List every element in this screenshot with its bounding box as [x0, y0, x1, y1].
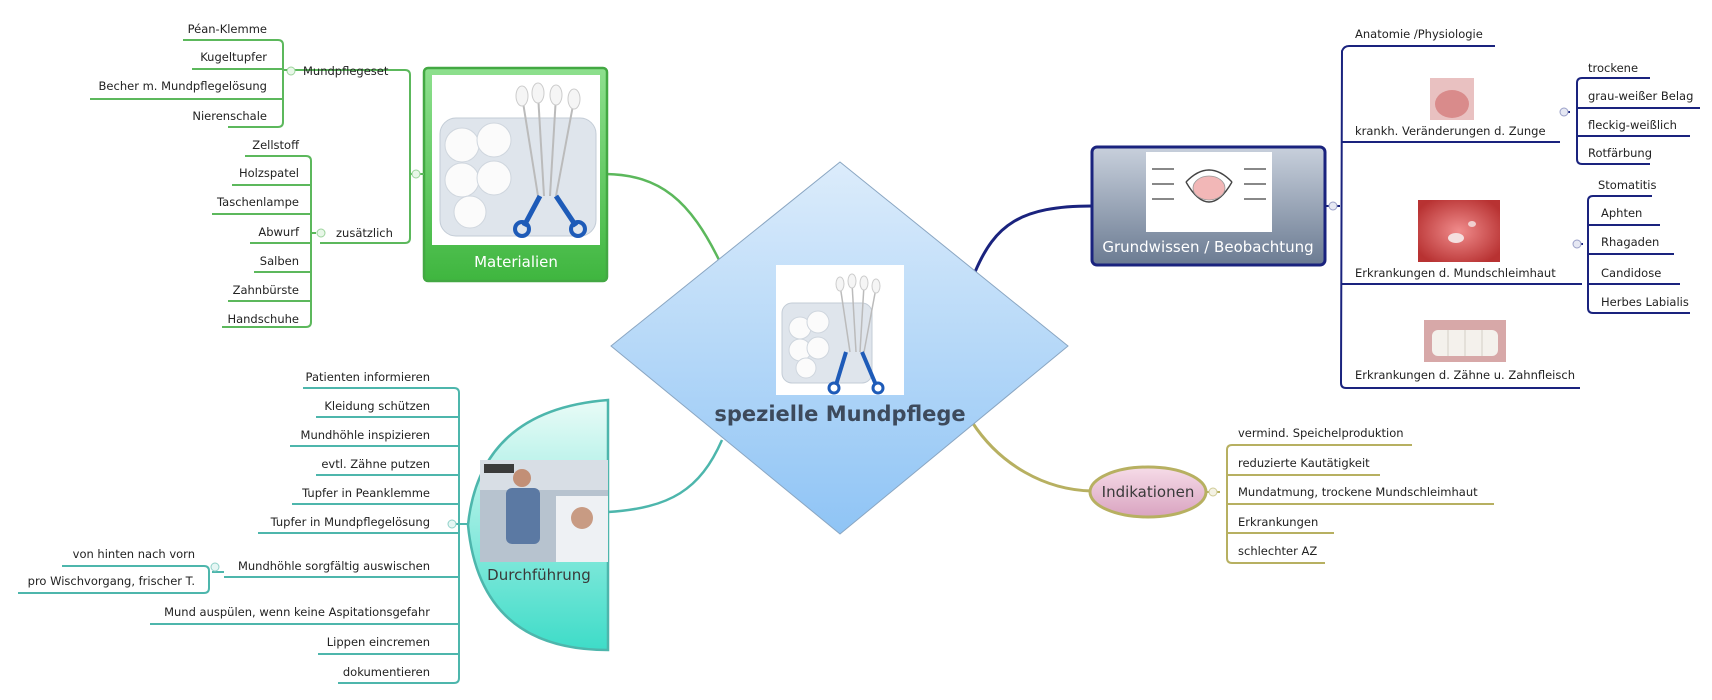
mundschleimhaut-item-4: Herbes Labialis: [1601, 295, 1689, 309]
connector-durchfuehrung: [608, 440, 722, 512]
zusaetzlich-item-4: Salben: [260, 254, 299, 268]
durchfuehrung-step-9: dokumentieren: [343, 665, 430, 679]
durchfuehrung-step-6: Mundhöhle sorgfältig auswischen: [238, 559, 430, 573]
durchfuehrung-title: Durchführung: [487, 566, 591, 584]
auswischen-sub-0: von hinten nach vorn: [73, 547, 195, 561]
durchfuehrung-step-8: Lippen eincremen: [327, 635, 430, 649]
materialien-mundpflegeset: Mundpflegeset: [303, 64, 389, 78]
grundwissen-topic-0: Anatomie /Physiologie: [1355, 27, 1483, 41]
connector-materialien: [606, 174, 720, 262]
mucosa-picture: [1418, 200, 1500, 262]
durchfuehrung-step-0: Patienten informieren: [306, 370, 430, 384]
materialien-zusaetzlich: zusätzlich: [336, 226, 393, 240]
durchfuehrung-step-3: evtl. Zähne putzen: [321, 457, 430, 471]
durchfuehrung-step-7: Mund auspülen, wenn keine Aspitationsgef…: [164, 605, 430, 619]
tongue-picture: [1430, 78, 1474, 120]
grundwissen-title: Grundwissen / Beobachtung: [1102, 238, 1313, 256]
durchfuehrung-step-1: Kleidung schützen: [324, 399, 430, 413]
mundschleimhaut-item-1: Aphten: [1601, 206, 1642, 220]
central-title: spezielle Mundpflege: [714, 402, 965, 426]
anatomy-mouth-picture: [1146, 152, 1272, 232]
indikationen-item-2: Mundatmung, trockene Mundschleimhaut: [1238, 485, 1478, 499]
grundwissen-topic-1: krankh. Veränderungen d. Zunge: [1355, 124, 1546, 138]
teeth-picture: [1424, 320, 1506, 362]
zusaetzlich-item-0: Zellstoff: [252, 138, 300, 152]
mundschleimhaut-item-3: Candidose: [1601, 266, 1661, 280]
materialien-title: Materialien: [474, 253, 558, 271]
indikationen-item-0: vermind. Speichelproduktion: [1238, 426, 1404, 440]
central-picture: [776, 265, 904, 395]
auswischen-sub-1: pro Wischvorgang, frischer T.: [28, 574, 195, 588]
zunge-item-3: Rotfärbung: [1588, 146, 1652, 160]
zunge-item-2: fleckig-weißlich: [1588, 118, 1677, 132]
durchfuehrung-step-4: Tupfer in Peanklemme: [301, 486, 430, 500]
mundschleimhaut-item-2: Rhagaden: [1601, 235, 1659, 249]
indikationen-item-1: reduzierte Kautätigkeit: [1238, 456, 1370, 470]
mundpflegeset-item-3: Nierenschale: [192, 109, 267, 123]
mundpflegeset-item-1: Kugeltupfer: [200, 50, 267, 64]
mundpflegeset-item-2: Becher m. Mundpflegelösung: [99, 79, 267, 93]
durchfuehrung-step-2: Mundhöhle inspizieren: [301, 428, 430, 442]
grundwissen-topic-2: Erkrankungen d. Mundschleimhaut: [1355, 266, 1556, 280]
materialien-picture: [432, 75, 600, 245]
zusaetzlich-item-2: Taschenlampe: [216, 195, 299, 209]
grundwissen-topic-3: Erkrankungen d. Zähne u. Zahnfleisch: [1355, 368, 1575, 382]
indikationen-title: Indikationen: [1102, 483, 1195, 501]
zusaetzlich-item-6: Handschuhe: [227, 312, 299, 326]
mundschleimhaut-item-0: Stomatitis: [1598, 178, 1657, 192]
durchfuehrung-step-5: Tupfer in Mundpflegelösung: [270, 515, 430, 529]
connector-indikationen: [972, 422, 1092, 491]
zusaetzlich-item-5: Zahnbürste: [233, 283, 299, 297]
indikationen-item-3: Erkrankungen: [1238, 515, 1318, 529]
zunge-item-1: grau-weißer Belag: [1588, 89, 1693, 103]
mundpflegeset-item-0: Péan-Klemme: [188, 22, 267, 36]
zusaetzlich-item-1: Holzspatel: [239, 166, 299, 180]
patient-care-picture: [480, 460, 608, 562]
connector-grundwissen: [975, 206, 1092, 272]
indikationen-item-4: schlechter AZ: [1238, 544, 1317, 558]
zunge-item-0: trockene: [1588, 61, 1638, 75]
zusaetzlich-item-3: Abwurf: [258, 225, 300, 239]
